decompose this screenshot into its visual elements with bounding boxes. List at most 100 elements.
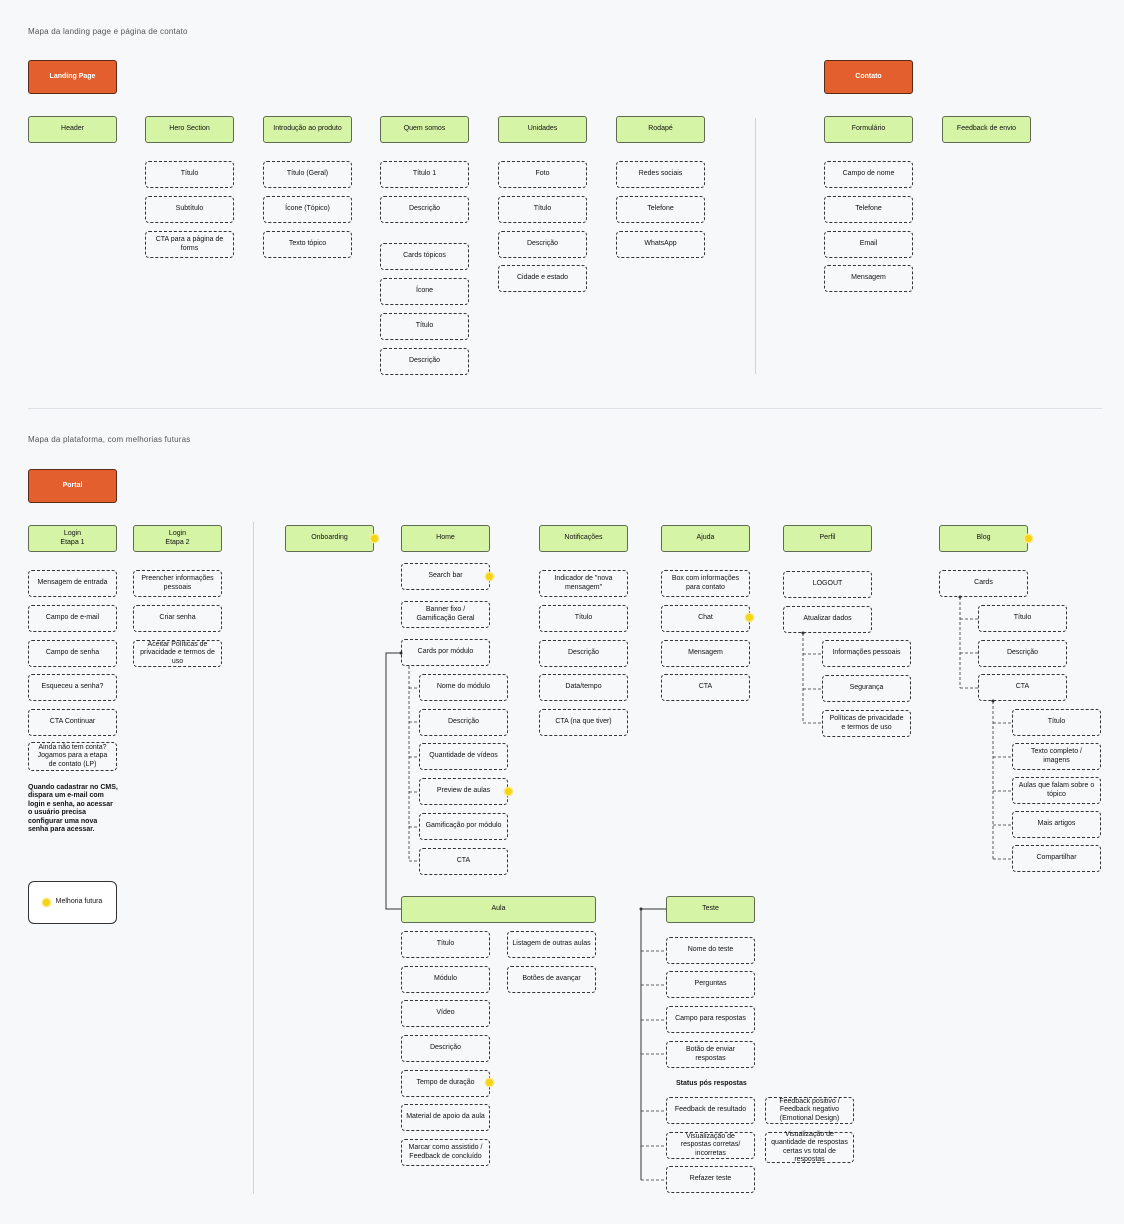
ajuda-item[interactable]: CTA xyxy=(661,674,750,701)
blog-cta-item[interactable]: Título xyxy=(1012,709,1101,736)
perfil-sub-item[interactable]: Segurança xyxy=(822,675,911,702)
blog-cta-item[interactable]: Compartilhar xyxy=(1012,845,1101,872)
status-extra-item[interactable]: Feedback positivo / Feedback negativo (E… xyxy=(765,1097,854,1124)
home-node[interactable]: Home xyxy=(401,525,490,552)
login-etapa1-node[interactable]: Login Etapa 1 xyxy=(28,525,117,552)
status-item[interactable]: Feedback de resultado xyxy=(666,1097,755,1124)
perfil-sub-item[interactable]: Políticas de privacidade e termos de uso xyxy=(822,710,911,737)
status-item[interactable]: Refazer teste xyxy=(666,1166,755,1193)
card-item[interactable]: Gamificação por módulo xyxy=(419,813,508,840)
aula-extra-item[interactable]: Listagem de outras aulas xyxy=(507,931,596,958)
rodape-item[interactable]: Telefone xyxy=(616,196,705,223)
teste-item[interactable]: Botão de enviar respostas xyxy=(666,1041,755,1068)
quem-item[interactable]: Título xyxy=(380,313,469,340)
aula-item[interactable]: Vídeo xyxy=(401,1000,490,1027)
login1-item[interactable]: Ainda não tem conta? Jogamos para a etap… xyxy=(28,742,117,771)
formulario-item[interactable]: Mensagem xyxy=(824,265,913,292)
perfil-item[interactable]: LOGOUT xyxy=(783,571,872,598)
blog-cta-node[interactable]: CTA xyxy=(978,674,1067,701)
card-item[interactable]: Nome do módulo xyxy=(419,674,508,701)
intro-item[interactable]: Ícone (Tópico) xyxy=(263,196,352,223)
blog-node[interactable]: Blog xyxy=(939,525,1028,552)
status-title: Status pós respostas xyxy=(676,1080,747,1087)
unidades-item[interactable]: Cidade e estado xyxy=(498,265,587,292)
hero-item[interactable]: Título xyxy=(145,161,234,188)
aula-item[interactable]: Material de apoio da aula xyxy=(401,1104,490,1131)
login2-item[interactable]: Criar senha xyxy=(133,605,222,632)
aula-node[interactable]: Aula xyxy=(401,896,596,923)
teste-item[interactable]: Campo para respostas xyxy=(666,1006,755,1033)
intro-node[interactable]: Introdução ao produto xyxy=(263,116,352,143)
hero-section-node[interactable]: Hero Section xyxy=(145,116,234,143)
card-item[interactable]: Quantidade de vídeos xyxy=(419,743,508,770)
aula-item[interactable]: Título xyxy=(401,931,490,958)
teste-item[interactable]: Nome do teste xyxy=(666,937,755,964)
login1-item[interactable]: Campo de e-mail xyxy=(28,605,117,632)
aula-extra-item[interactable]: Botões de avançar xyxy=(507,966,596,993)
notificacoes-node[interactable]: Notificações xyxy=(539,525,628,552)
formulario-item[interactable]: Campo de nome xyxy=(824,161,913,188)
quem-item[interactable]: Título 1 xyxy=(380,161,469,188)
ajuda-item[interactable]: Mensagem xyxy=(661,640,750,667)
notificacoes-item[interactable]: Descrição xyxy=(539,640,628,667)
notificacoes-item[interactable]: Título xyxy=(539,605,628,632)
login2-item[interactable]: Preencher informações pessoais xyxy=(133,570,222,597)
intro-item[interactable]: Título (Geral) xyxy=(263,161,352,188)
status-extra-item[interactable]: Visualização de quantidade de respostas … xyxy=(765,1131,854,1163)
perfil-sub-item[interactable]: Informações pessoais xyxy=(822,640,911,667)
feedback-envio-node[interactable]: Feedback de envio xyxy=(942,116,1031,143)
teste-item[interactable]: Perguntas xyxy=(666,971,755,998)
intro-item[interactable]: Texto tópico xyxy=(263,231,352,258)
onboarding-node[interactable]: Onboarding xyxy=(285,525,374,552)
notificacoes-item[interactable]: Indicador de "nova mensagem" xyxy=(539,570,628,597)
rodape-item[interactable]: WhatsApp xyxy=(616,231,705,258)
unidades-item[interactable]: Título xyxy=(498,196,587,223)
unidades-node[interactable]: Unidades xyxy=(498,116,587,143)
aula-item[interactable]: Marcar como assistido / Feedback de conc… xyxy=(401,1139,490,1166)
ajuda-item[interactable]: Box com informações para contato xyxy=(661,570,750,597)
notificacoes-item[interactable]: CTA (na que tiver) xyxy=(539,709,628,736)
unidades-item[interactable]: Foto xyxy=(498,161,587,188)
login2-item[interactable]: Aceitar Políticas de privacidade e termo… xyxy=(133,640,222,667)
blog-cta-item[interactable]: Aulas que falam sobre o tópico xyxy=(1012,777,1101,804)
formulario-item[interactable]: Email xyxy=(824,231,913,258)
quem-item[interactable]: Descrição xyxy=(380,196,469,223)
blog-cta-item[interactable]: Texto completo / imagens xyxy=(1012,743,1101,770)
card-item[interactable]: Descrição xyxy=(419,709,508,736)
login1-item[interactable]: CTA Continuar xyxy=(28,709,117,736)
home-item[interactable]: Banner fixo / Gamificação Geral xyxy=(401,601,490,628)
rodape-node[interactable]: Rodapé xyxy=(616,116,705,143)
login-etapa2-node[interactable]: Login Etapa 2 xyxy=(133,525,222,552)
rodape-item[interactable]: Redes sociais xyxy=(616,161,705,188)
status-item[interactable]: Visualização de respostas corretas/ inco… xyxy=(666,1132,755,1159)
blog-sub-item[interactable]: Título xyxy=(978,605,1067,632)
notificacoes-item[interactable]: Data/tempo xyxy=(539,674,628,701)
formulario-node[interactable]: Formulário xyxy=(824,116,913,143)
login1-item[interactable]: Campo de senha xyxy=(28,640,117,667)
blog-cta-item[interactable]: Mais artigos xyxy=(1012,811,1101,838)
login1-item[interactable]: Esqueceu a senha? xyxy=(28,674,117,701)
quem-somos-node[interactable]: Quem somos xyxy=(380,116,469,143)
contato-root[interactable]: Contato xyxy=(824,60,913,94)
blog-sub-item[interactable]: Descrição xyxy=(978,640,1067,667)
formulario-item[interactable]: Telefone xyxy=(824,196,913,223)
unidades-item[interactable]: Descrição xyxy=(498,231,587,258)
landing-page-root[interactable]: Landing Page xyxy=(28,60,117,94)
aula-item[interactable]: Módulo xyxy=(401,966,490,993)
aula-item[interactable]: Descrição xyxy=(401,1035,490,1062)
card-item[interactable]: CTA xyxy=(419,848,508,875)
perfil-item[interactable]: Atualizar dados xyxy=(783,606,872,633)
perfil-node[interactable]: Perfil xyxy=(783,525,872,552)
header-node[interactable]: Header xyxy=(28,116,117,143)
blog-cards-node[interactable]: Cards xyxy=(939,570,1028,597)
login1-item[interactable]: Mensagem de entrada xyxy=(28,570,117,597)
teste-node[interactable]: Teste xyxy=(666,896,755,923)
ajuda-node[interactable]: Ajuda xyxy=(661,525,750,552)
future-improvement-icon xyxy=(371,535,378,542)
hero-item[interactable]: CTA para a página de forms xyxy=(145,231,234,258)
quem-item[interactable]: Descrição xyxy=(380,348,469,375)
quem-item[interactable]: Cards tópicos xyxy=(380,243,469,270)
hero-item[interactable]: Subtítulo xyxy=(145,196,234,223)
portal-root[interactable]: Portal xyxy=(28,469,117,503)
quem-item[interactable]: Ícone xyxy=(380,278,469,305)
